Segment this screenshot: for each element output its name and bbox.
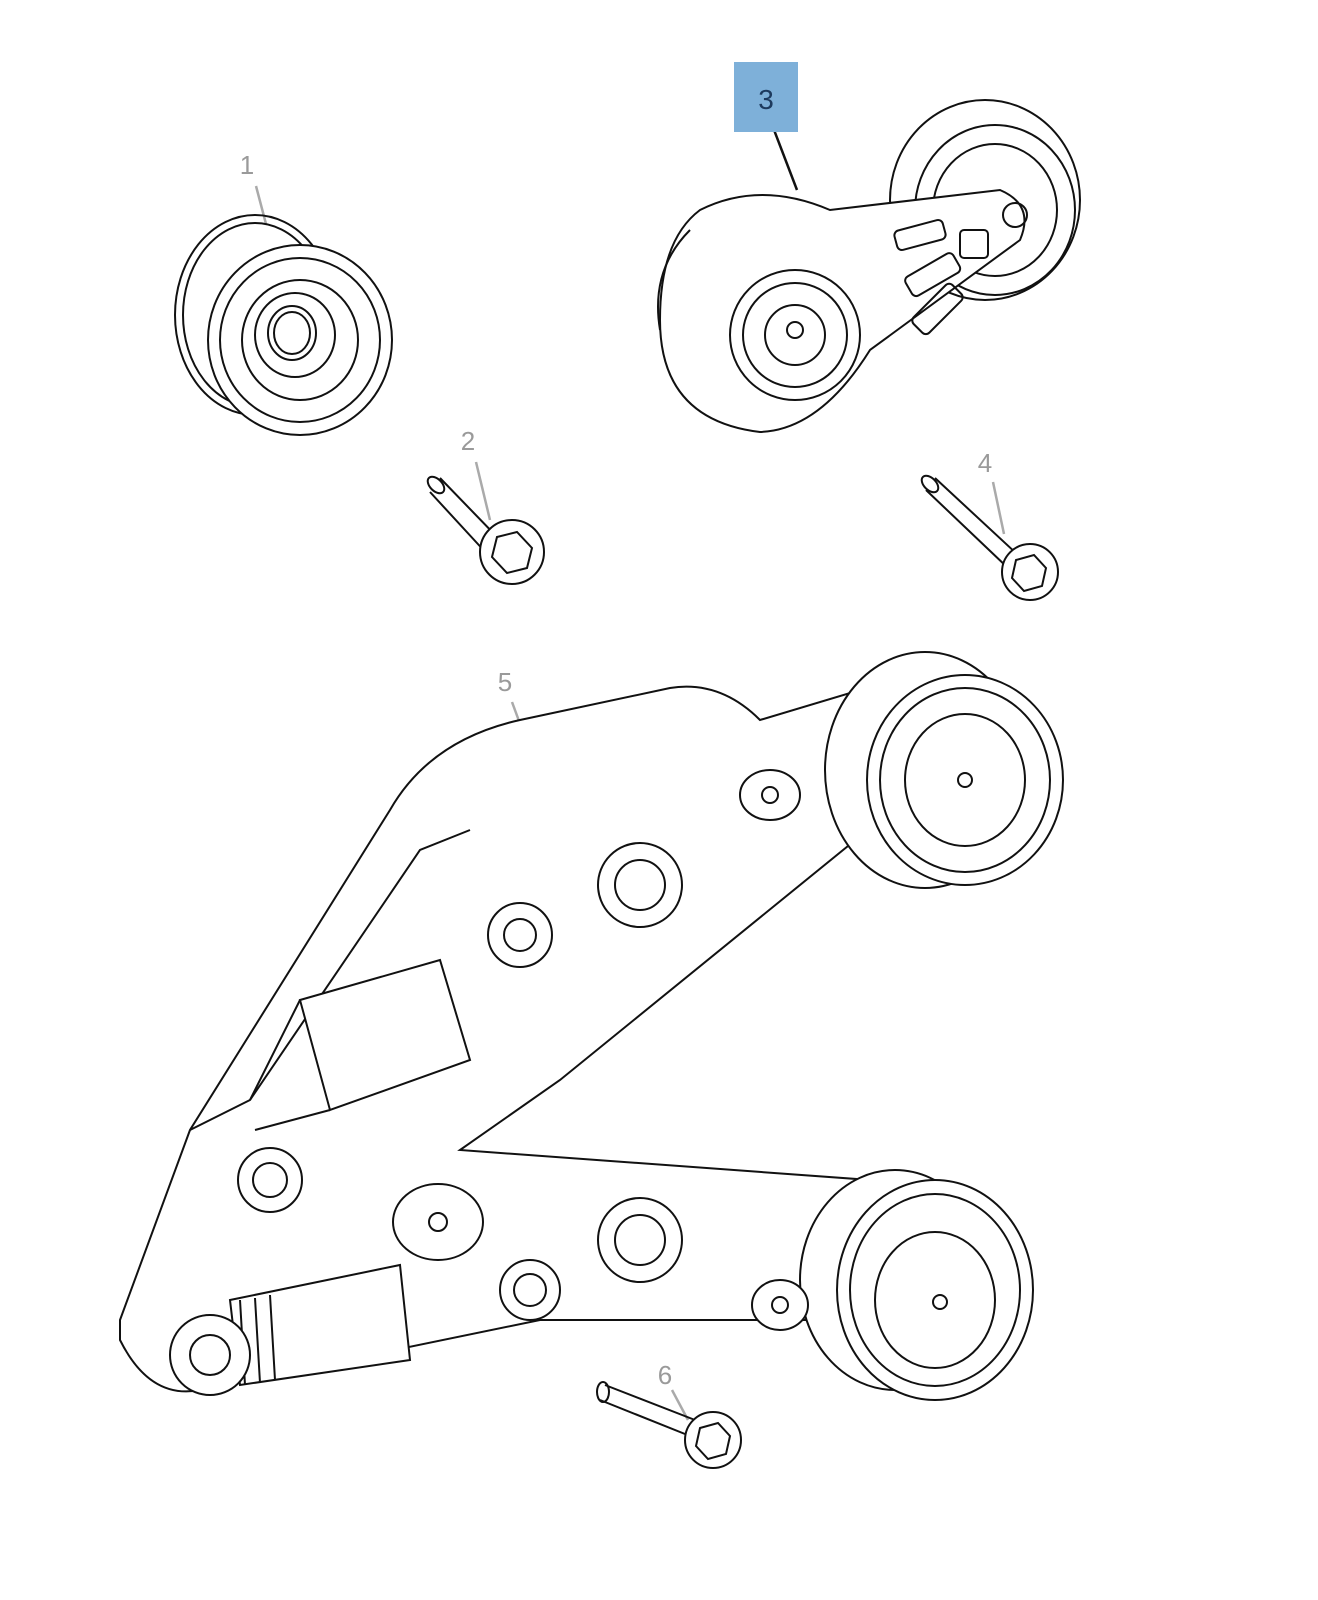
callout-5[interactable]: 5 — [497, 667, 513, 697]
callout-4[interactable]: 4 — [977, 448, 993, 478]
part-4-bolt — [920, 474, 1059, 601]
part-6-bolt — [596, 1381, 742, 1469]
callout-1[interactable]: 1 — [239, 150, 255, 180]
callout-2[interactable]: 2 — [460, 426, 476, 456]
part-2-bolt — [426, 475, 545, 585]
part-1-idler-pulley — [174, 214, 393, 436]
part-5-tensioner-bracket-assembly — [119, 651, 1064, 1401]
callout-3-highlighted[interactable]: 3 — [734, 62, 798, 132]
part-3-belt-tensioner — [657, 99, 1081, 434]
callout-6[interactable]: 6 — [657, 1360, 673, 1390]
